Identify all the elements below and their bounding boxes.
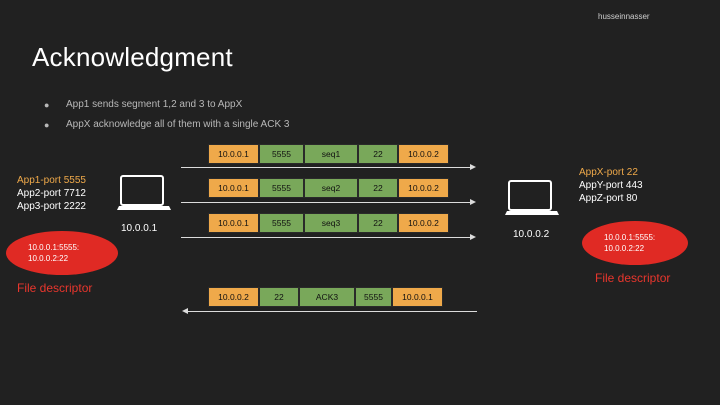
arrow-line-right [181, 237, 470, 238]
server-file-descriptor: 10.0.0.1:5555: 10.0.0.2:22 [582, 221, 688, 265]
server-port-item: AppY-port 443 [579, 180, 643, 191]
segment-data: seq3 [304, 213, 358, 233]
slide-title: Acknowledgment [32, 42, 233, 72]
segment-src-ip: 10.0.0.1 [208, 144, 259, 164]
bullet-item: ● App1 sends segment 1,2 and 3 to AppX [44, 99, 289, 110]
server-port-item: AppX-port 22 [579, 167, 638, 178]
client-port-list: App1-port 5555 App2-port 7712 App3-port … [17, 174, 86, 213]
arrow-line-right [181, 167, 470, 168]
server-fd-label: File descriptor [595, 271, 671, 285]
fd-line: 10.0.0.2:22 [28, 254, 69, 263]
segment-src-ip: 10.0.0.2 [208, 287, 259, 307]
client-port-item: App2-port 7712 [17, 188, 86, 199]
client-fd-label: File descriptor [17, 281, 93, 295]
segment-1: 10.0.0.1 5555 seq1 22 10.0.0.2 [208, 144, 449, 164]
server-port-item: AppZ-port 80 [579, 193, 638, 204]
arrow-line-left [188, 311, 477, 312]
bullet-dot-icon: ● [44, 99, 50, 110]
bullet-text: AppX acknowledge all of them with a sing… [66, 119, 290, 130]
laptop-icon [117, 175, 171, 210]
segment-data: seq1 [304, 144, 358, 164]
arrow-right-icon [470, 199, 476, 205]
segment-src-port: 5555 [259, 178, 304, 198]
server-port-list: AppX-port 22 AppY-port 443 AppZ-port 80 [579, 166, 643, 205]
segment-src-port: 5555 [259, 213, 304, 233]
segment-3: 10.0.0.1 5555 seq3 22 10.0.0.2 [208, 213, 449, 233]
client-ip: 10.0.0.1 [121, 223, 158, 234]
arrow-line-right [181, 202, 470, 203]
segment-dst-port: 22 [358, 213, 398, 233]
segment-dst-port: 22 [358, 144, 398, 164]
bullet-text: App1 sends segment 1,2 and 3 to AppX [66, 99, 243, 110]
segment-data: ACK3 [299, 287, 355, 307]
bullet-item: ● AppX acknowledge all of them with a si… [44, 119, 289, 130]
client-port-item: App3-port 2222 [17, 201, 86, 212]
laptop-icon [505, 180, 559, 215]
segment-src-port: 22 [259, 287, 299, 307]
segment-2: 10.0.0.1 5555 seq2 22 10.0.0.2 [208, 178, 449, 198]
segment-dst-ip: 10.0.0.2 [398, 144, 449, 164]
client-port-item: App1-port 5555 [17, 175, 86, 186]
server-ip: 10.0.0.2 [513, 229, 550, 240]
segment-src-ip: 10.0.0.1 [208, 213, 259, 233]
arrow-right-icon [470, 234, 476, 240]
author-label: husseinnasser [598, 12, 650, 21]
arrow-right-icon [470, 164, 476, 170]
fd-line: 10.0.0.2:22 [604, 244, 645, 253]
fd-line: 10.0.0.1:5555: [604, 233, 656, 242]
arrow-left-icon [182, 308, 188, 314]
segment-dst-port: 22 [358, 178, 398, 198]
segment-data: seq2 [304, 178, 358, 198]
client-file-descriptor: 10.0.0.1:5555: 10.0.0.2:22 [6, 231, 118, 275]
segment-src-port: 5555 [259, 144, 304, 164]
segment-dst-ip: 10.0.0.2 [398, 213, 449, 233]
fd-line: 10.0.0.1:5555: [28, 243, 80, 252]
ack-segment: 10.0.0.2 22 ACK3 5555 10.0.0.1 [208, 287, 443, 307]
segment-dst-ip: 10.0.0.2 [398, 178, 449, 198]
bullet-list: ● App1 sends segment 1,2 and 3 to AppX ●… [44, 99, 289, 139]
segment-src-ip: 10.0.0.1 [208, 178, 259, 198]
segment-dst-port: 5555 [355, 287, 392, 307]
bullet-dot-icon: ● [44, 119, 50, 130]
segment-dst-ip: 10.0.0.1 [392, 287, 443, 307]
